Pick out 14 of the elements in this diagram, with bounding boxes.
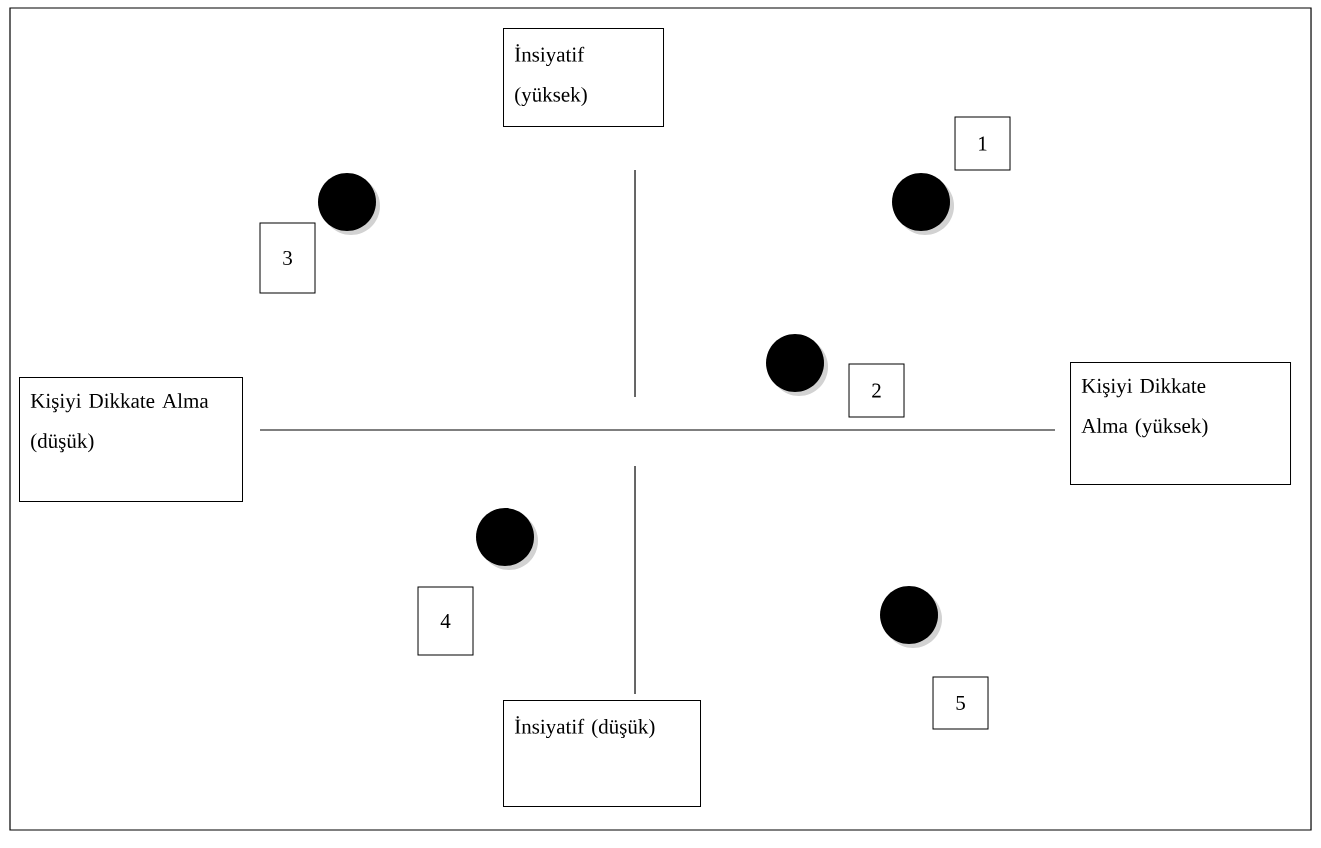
dot (476, 508, 538, 570)
number-box: 4 (417, 586, 474, 656)
dot (880, 586, 942, 648)
label-box: Kişiyi Dikkate Alma (düşük) (19, 377, 243, 502)
dot (766, 334, 828, 396)
label-box: Kişiyi Dikkate Alma (yüksek) (1070, 362, 1291, 485)
dot (318, 173, 380, 235)
number-box: 3 (259, 222, 316, 294)
label-box: İnsiyatif (yüksek) (503, 28, 664, 127)
number-box: 5 (932, 676, 989, 730)
dot (892, 173, 954, 235)
number-box: 2 (848, 363, 905, 418)
label-box: İnsiyatif (düşük) (503, 700, 701, 807)
number-box: 1 (954, 116, 1011, 171)
